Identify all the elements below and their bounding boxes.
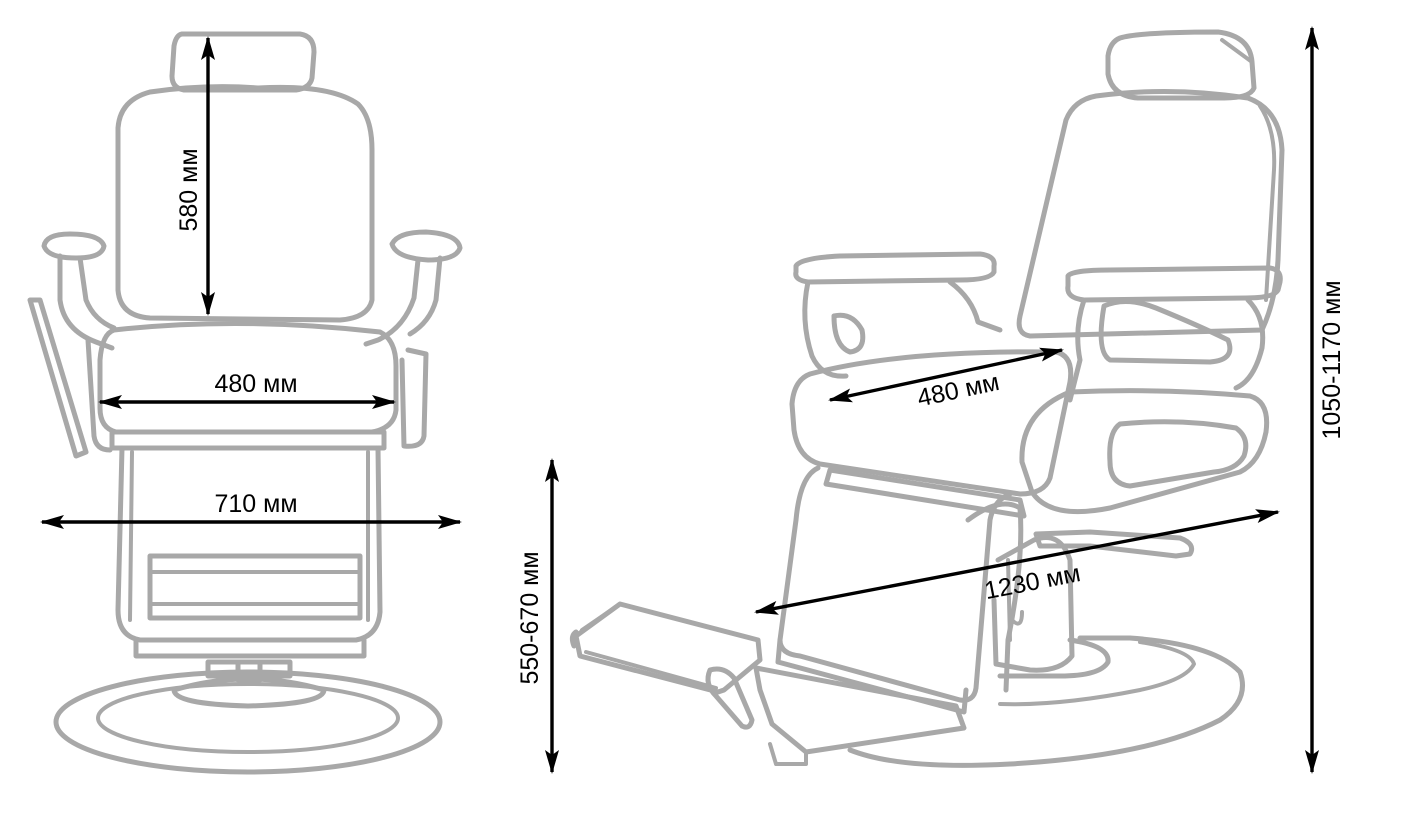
- backrest-height-label: 580 мм: [175, 148, 203, 231]
- overall-width-label: 710 мм: [214, 490, 297, 518]
- seat-depth-label: 480 мм: [915, 368, 1002, 413]
- seat-width-label: 480 мм: [214, 370, 297, 398]
- overall-length-arrow: [754, 509, 1280, 615]
- seat-depth-arrow: [828, 347, 1064, 403]
- dimension-lines: [40, 26, 1319, 774]
- overall-height-label: 1050-1170 мм: [1318, 280, 1346, 439]
- seat-height-label: 550-670 мм: [516, 551, 544, 684]
- front-view-chair: [27, 31, 463, 775]
